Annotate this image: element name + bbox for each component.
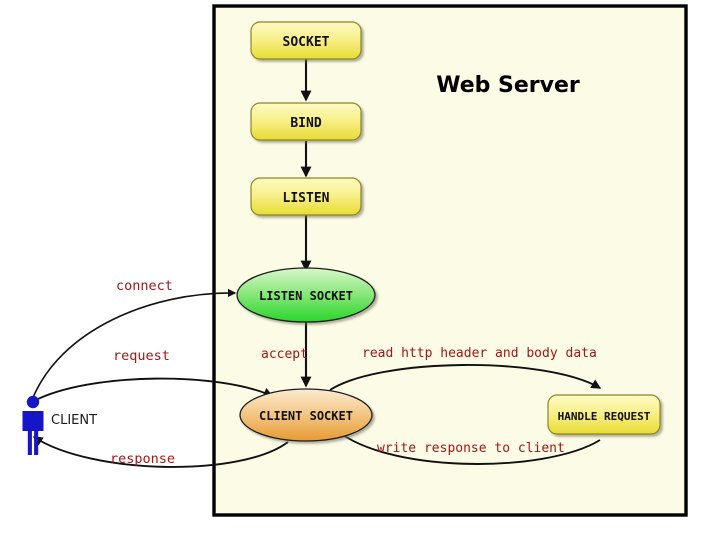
node-listen-socket[interactable]: LISTEN SOCKET: [236, 267, 376, 323]
edge-label-connect: connect: [116, 278, 173, 294]
edge-label-write-response: write response to client: [377, 441, 565, 456]
node-bind[interactable]: BIND: [250, 102, 362, 141]
node-listen-label: LISTEN: [283, 191, 330, 206]
edge-response: [32, 436, 289, 468]
node-socket-label: SOCKET: [283, 35, 330, 50]
page-title: Web Server: [436, 73, 580, 98]
edge-request: [33, 377, 274, 402]
edge-label-read-data: read http header and body data: [362, 346, 597, 361]
edge-label-request: request: [113, 348, 170, 364]
node-client-socket[interactable]: CLIENT SOCKET: [239, 388, 373, 442]
node-listen[interactable]: LISTEN: [250, 177, 362, 216]
edge-read-data: [329, 364, 602, 391]
edge-connect: [31, 288, 237, 401]
edge-label-accept: accept: [261, 347, 308, 362]
node-bind-label: BIND: [290, 116, 321, 131]
client-actor-label: CLIENT: [51, 413, 97, 428]
node-listen-socket-label: LISTEN SOCKET: [259, 289, 353, 303]
client-actor[interactable]: CLIENT: [22, 395, 98, 455]
node-handle-request-label: HANDLE REQUEST: [558, 410, 651, 423]
edge-label-response: response: [110, 451, 175, 467]
person-icon: [22, 395, 44, 455]
node-handle-request[interactable]: HANDLE REQUEST: [547, 394, 661, 435]
edge-write-response: [331, 425, 601, 465]
node-socket[interactable]: SOCKET: [250, 21, 362, 60]
node-client-socket-label: CLIENT SOCKET: [259, 409, 353, 423]
